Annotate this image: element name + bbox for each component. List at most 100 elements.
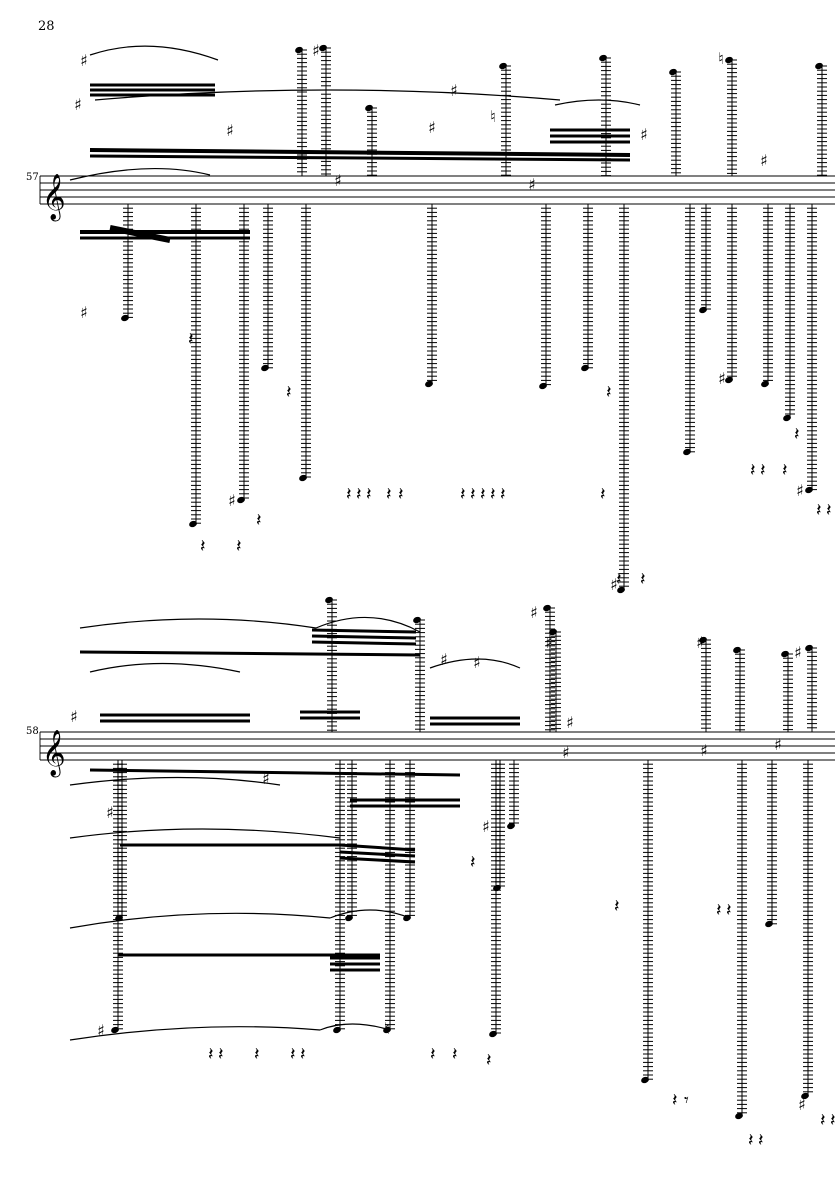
sharp-icon: ♯ bbox=[610, 575, 618, 594]
treble-clef-icon: 𝄞 bbox=[42, 730, 66, 778]
note-head bbox=[669, 68, 677, 76]
staff-lines-system-2 bbox=[39, 731, 835, 761]
note-head bbox=[761, 380, 769, 388]
beam-group-upper-system-1 bbox=[80, 83, 631, 243]
measure-number-58: 58 bbox=[26, 726, 39, 737]
sharp-icon: ♯ bbox=[80, 303, 88, 322]
quarter-rest-icon: 𝄽 bbox=[208, 1044, 214, 1065]
sharp-icon: ♯ bbox=[262, 769, 270, 788]
sharp-icon: ♯ bbox=[566, 713, 574, 732]
quarter-rest-icon: 𝄽 bbox=[290, 1044, 296, 1065]
treble-clef-icon: 𝄞 bbox=[42, 174, 66, 222]
quarter-rest-icon: 𝄽 bbox=[452, 1044, 458, 1065]
sharp-icon: ♯ bbox=[440, 650, 448, 669]
quarter-rest-icon: 𝄽 bbox=[826, 500, 832, 521]
sharp-icon: ♯ bbox=[794, 643, 802, 662]
sharp-icon: ♯ bbox=[530, 603, 538, 622]
note-head bbox=[805, 486, 813, 494]
eighth-rest-icon: 𝄾 bbox=[684, 1090, 689, 1111]
quarter-rest-icon: 𝄽 bbox=[356, 484, 362, 505]
sharp-icon: ♯ bbox=[700, 741, 708, 760]
quarter-rest-icon: 𝄽 bbox=[470, 852, 476, 873]
sharp-icon: ♯ bbox=[473, 653, 481, 672]
sharp-icon: ♯ bbox=[80, 51, 88, 70]
sharp-icon: ♯ bbox=[796, 481, 804, 500]
quarter-rest-icon: 𝄽 bbox=[460, 484, 466, 505]
sharp-icon: ♯ bbox=[774, 735, 782, 754]
quarter-rest-icon: 𝄽 bbox=[366, 484, 372, 505]
quarter-rest-icon: 𝄽 bbox=[430, 1044, 436, 1065]
quarter-rest-icon: 𝄽 bbox=[480, 484, 486, 505]
note-head bbox=[299, 474, 307, 482]
note-head bbox=[383, 1026, 391, 1034]
note-head bbox=[733, 646, 741, 654]
sharp-icon: ♯ bbox=[528, 175, 536, 194]
sharp-icon: ♯ bbox=[482, 817, 490, 836]
note-head bbox=[121, 314, 129, 322]
quarter-rest-icon: 𝄽 bbox=[816, 500, 822, 521]
sharp-icon: ♯ bbox=[760, 151, 768, 170]
quarter-rest-icon: 𝄽 bbox=[758, 1130, 764, 1151]
quarter-rest-icon: 𝄽 bbox=[750, 460, 756, 481]
sharp-icon: ♯ bbox=[640, 125, 648, 144]
note-head bbox=[319, 44, 327, 52]
natural-icon: ♮ bbox=[718, 49, 724, 68]
sharp-icon: ♯ bbox=[228, 491, 236, 510]
page-number: 28 bbox=[38, 19, 55, 34]
quarter-rest-icon: 𝄽 bbox=[760, 460, 766, 481]
quarter-rest-icon: 𝄽 bbox=[672, 1090, 678, 1111]
quarter-rest-icon: 𝄽 bbox=[346, 484, 352, 505]
sharp-icon: ♯ bbox=[226, 121, 234, 140]
measure-number-57: 57 bbox=[26, 172, 39, 183]
quarter-rest-icon: 𝄽 bbox=[286, 382, 292, 403]
system-1: 57 𝄞 bbox=[26, 41, 835, 594]
quarter-rest-icon: 𝄽 bbox=[782, 460, 788, 481]
note-head bbox=[425, 380, 433, 388]
rests-system-2: 𝄽 𝄽 𝄽 𝄽 𝄽 𝄽 𝄽 𝄽 𝄽 𝄽 𝄽 𝄽 𝄽 𝄾 𝄽 𝄽 𝄽 𝄽 bbox=[208, 852, 835, 1151]
note-head bbox=[699, 636, 707, 644]
sharp-icon: ♯ bbox=[74, 95, 82, 114]
quarter-rest-icon: 𝄽 bbox=[820, 1110, 826, 1131]
note-head bbox=[507, 822, 515, 830]
rests-system-1: 𝄽 𝄽 𝄽 𝄽 𝄽 𝄽 𝄽 𝄽 𝄽 𝄽 𝄽 𝄽 𝄽 𝄽 𝄽 𝄽 𝄽 𝄽 𝄽 𝄽 … bbox=[188, 329, 832, 590]
note-head bbox=[403, 914, 411, 922]
note-head bbox=[489, 1030, 497, 1038]
sharp-icon: ♯ bbox=[312, 41, 320, 60]
quarter-rest-icon: 𝄽 bbox=[254, 1044, 260, 1065]
note-head bbox=[499, 62, 507, 70]
note-head bbox=[617, 586, 625, 594]
quarter-rest-icon: 𝄽 bbox=[470, 484, 476, 505]
note-head bbox=[801, 1092, 809, 1100]
system-2: 58 𝄞 bbox=[26, 596, 835, 1151]
note-head bbox=[765, 920, 773, 928]
beam-group-upper-system-2 bbox=[79, 628, 520, 972]
sharp-icon: ♯ bbox=[450, 81, 458, 100]
note-head bbox=[699, 306, 707, 314]
quarter-rest-icon: 𝄽 bbox=[218, 1044, 224, 1065]
note-head bbox=[599, 54, 607, 62]
note-head bbox=[641, 1076, 649, 1084]
note-head bbox=[683, 448, 691, 456]
natural-icon: ♮ bbox=[384, 1019, 390, 1038]
note-head bbox=[237, 496, 245, 504]
note-head bbox=[543, 604, 551, 612]
quarter-rest-icon: 𝄽 bbox=[614, 896, 620, 917]
note-head bbox=[365, 104, 373, 112]
quarter-rest-icon: 𝄽 bbox=[398, 484, 404, 505]
quarter-rest-icon: 𝄽 bbox=[188, 329, 194, 350]
stems-system-2 bbox=[111, 596, 817, 1120]
note-head bbox=[725, 376, 733, 384]
quarter-rest-icon: 𝄽 bbox=[236, 536, 242, 557]
quarter-rest-icon: 𝄽 bbox=[256, 510, 262, 531]
sharp-icon: ♯ bbox=[718, 369, 726, 388]
quarter-rest-icon: 𝄽 bbox=[726, 900, 732, 921]
quarter-rest-icon: 𝄽 bbox=[490, 484, 496, 505]
note-head bbox=[345, 914, 353, 922]
staff-lines-system-1 bbox=[39, 175, 835, 205]
note-head bbox=[581, 364, 589, 372]
quarter-rest-icon: 𝄽 bbox=[600, 484, 606, 505]
note-head bbox=[413, 616, 421, 624]
note-head bbox=[539, 382, 547, 390]
note-head bbox=[783, 414, 791, 422]
note-head bbox=[189, 520, 197, 528]
